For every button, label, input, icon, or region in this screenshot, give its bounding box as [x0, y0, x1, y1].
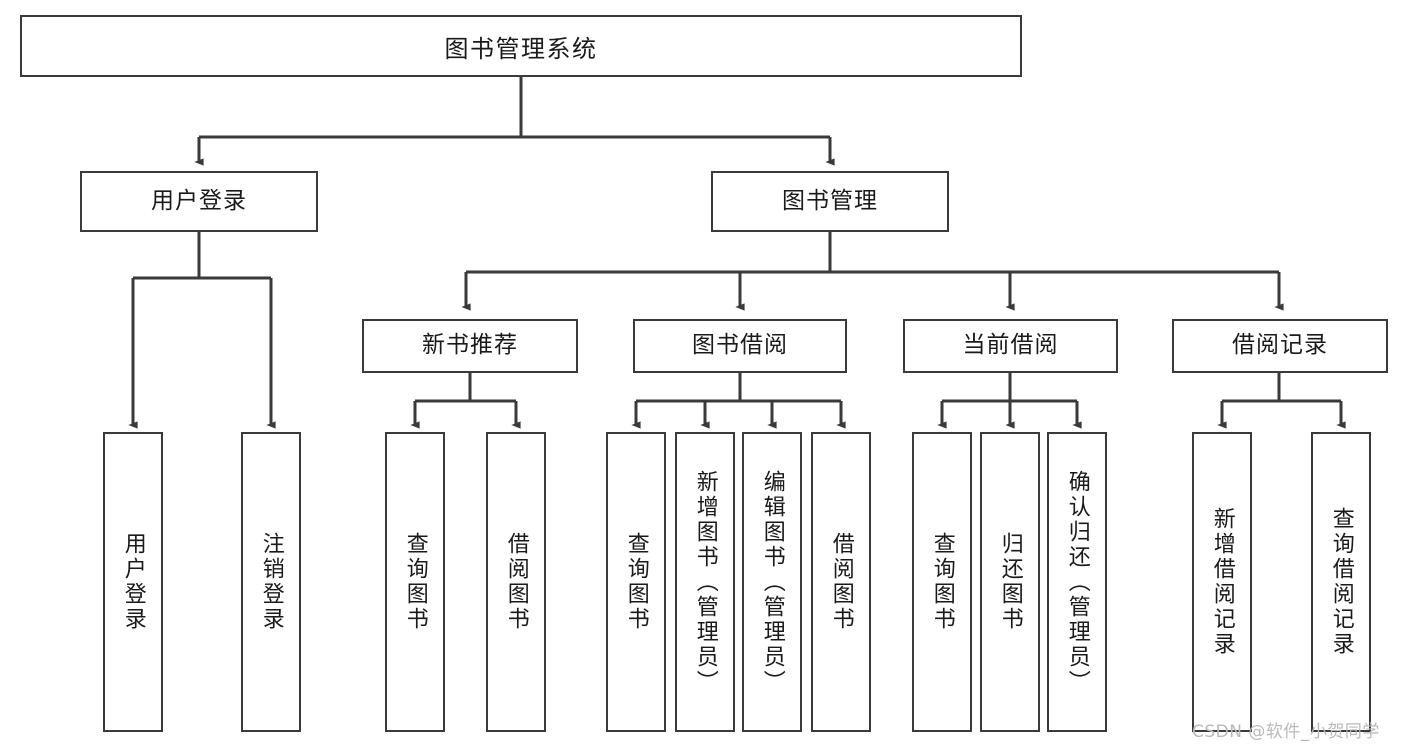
node-current-borrow[interactable]: 当前借阅 — [903, 319, 1118, 373]
node-book-borrow[interactable]: 图书借阅 — [633, 319, 847, 373]
leaf-query-book-1[interactable]: 查询图书 — [385, 432, 445, 732]
node-label: 新增借阅记录 — [1209, 507, 1235, 657]
watermark: CSDN @软件_小贺同学 — [1192, 722, 1380, 742]
leaf-query-borrow-record[interactable]: 查询借阅记录 — [1311, 432, 1371, 732]
node-label: 借阅图书 — [828, 532, 854, 632]
leaf-query-book-3[interactable]: 查询图书 — [912, 432, 972, 732]
node-label: 新书推荐 — [422, 332, 518, 359]
node-root-label: 图书管理系统 — [444, 34, 598, 63]
leaf-add-borrow-record[interactable]: 新增借阅记录 — [1192, 432, 1252, 732]
node-label: 当前借阅 — [962, 332, 1059, 359]
leaf-borrow-book-2[interactable]: 借阅图书 — [811, 432, 871, 732]
node-new-book-recommend[interactable]: 新书推荐 — [362, 319, 578, 373]
node-label: 新增图书（管理员） — [692, 469, 718, 695]
node-label: 图书借阅 — [692, 332, 788, 359]
node-label: 用户登录 — [151, 187, 247, 214]
node-label: 注销登录 — [258, 532, 284, 632]
node-label: 查询借阅记录 — [1328, 507, 1354, 657]
leaf-borrow-book-1[interactable]: 借阅图书 — [486, 432, 546, 732]
node-user-login[interactable]: 用户登录 — [80, 171, 318, 232]
node-label: 图书管理 — [782, 187, 878, 214]
node-label: 借阅记录 — [1232, 332, 1328, 359]
leaf-edit-book-admin[interactable]: 编辑图书（管理员） — [742, 432, 802, 732]
node-label: 查询图书 — [402, 532, 428, 632]
leaf-user-login[interactable]: 用户登录 — [103, 432, 163, 732]
node-label: 编辑图书（管理员） — [759, 469, 785, 695]
leaf-query-book-2[interactable]: 查询图书 — [606, 432, 666, 732]
node-book-management[interactable]: 图书管理 — [711, 171, 949, 232]
node-root[interactable]: 图书管理系统 — [20, 15, 1022, 77]
leaf-return-book[interactable]: 归还图书 — [980, 432, 1040, 732]
leaf-logout[interactable]: 注销登录 — [241, 432, 301, 732]
leaf-add-book-admin[interactable]: 新增图书（管理员） — [675, 432, 735, 732]
leaf-confirm-return-admin[interactable]: 确认归还（管理员） — [1047, 432, 1107, 732]
node-label: 查询图书 — [623, 532, 649, 632]
node-label: 确认归还（管理员） — [1064, 469, 1090, 695]
node-borrow-records[interactable]: 借阅记录 — [1172, 319, 1388, 373]
node-label: 归还图书 — [997, 532, 1023, 632]
node-label: 用户登录 — [120, 532, 146, 632]
node-label: 查询图书 — [929, 532, 955, 632]
node-label: 借阅图书 — [503, 532, 529, 632]
